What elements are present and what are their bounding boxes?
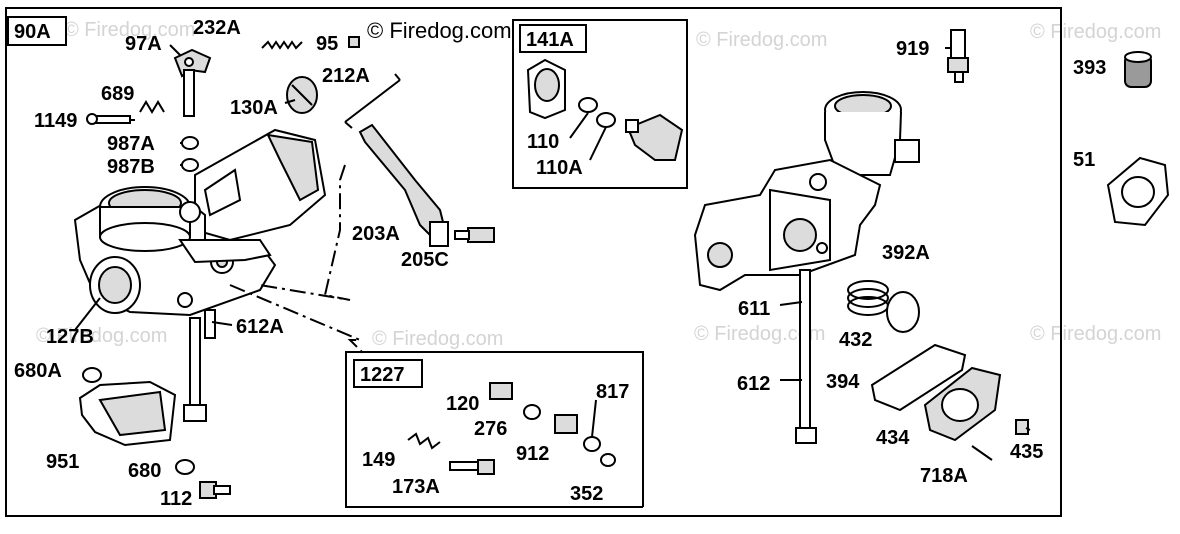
label-95: 95 <box>316 33 338 55</box>
label-718A: 718A <box>920 465 968 487</box>
part-149-spring <box>407 432 441 450</box>
watermarks: © Firedog.com © Firedog.com © Firedog.co… <box>36 19 1161 350</box>
watermark-3: © Firedog.com <box>1030 21 1161 43</box>
watermark-7: © Firedog.com <box>1030 323 1161 345</box>
label-680: 680 <box>128 460 161 482</box>
label-276: 276 <box>474 418 507 440</box>
sub-box-141A-label-frame <box>519 24 587 53</box>
label-110A: 110A <box>536 157 583 179</box>
part-912-jet <box>554 414 578 434</box>
label-127B: 127B <box>46 326 94 348</box>
part-434-cover <box>923 366 1002 442</box>
label-51: 51 <box>1073 149 1095 171</box>
part-173A-needle-screw <box>449 459 495 475</box>
main-frame <box>5 7 1062 517</box>
label-212A: 212A <box>322 65 370 87</box>
label-205C: 205C <box>401 249 449 271</box>
part-120-plug <box>489 382 513 400</box>
part-394-diaphragm <box>870 343 967 412</box>
leader-lines <box>74 44 1031 438</box>
label-149: 149 <box>362 449 395 471</box>
label-987A: 987A <box>107 133 155 155</box>
part-951-bracket <box>78 380 177 447</box>
label-173A: 173A <box>392 476 440 498</box>
part-432-ring <box>886 291 920 333</box>
part-95-screw <box>348 36 360 48</box>
label-130A: 130A <box>230 97 278 119</box>
part-112-screw <box>199 481 231 499</box>
label-203A: 203A <box>352 223 400 245</box>
carburetor-body-right <box>693 91 920 444</box>
label-392A: 392A <box>882 242 930 264</box>
part-718A-pin <box>971 445 993 461</box>
part-352-oring <box>600 453 616 467</box>
label-97A: 97A <box>125 33 162 55</box>
label-432: 432 <box>839 329 872 351</box>
watermark-1: © Firedog.com <box>64 19 195 41</box>
main-box-label: 90A <box>14 21 51 43</box>
label-612: 612 <box>737 373 770 395</box>
watermark-2: © Firedog.com <box>696 29 827 51</box>
label-120: 120 <box>446 393 479 415</box>
label-817: 817 <box>596 381 629 403</box>
part-680A-washer <box>82 367 102 383</box>
label-919: 919 <box>896 38 929 60</box>
sub-box-1227 <box>345 351 644 508</box>
label-112: 112 <box>160 488 192 510</box>
part-393-cylinder <box>1124 51 1152 88</box>
part-labels: 97A 232A 95 212A 689 1149 130A 987A 987B… <box>14 17 1106 510</box>
part-232A-spring <box>261 40 303 50</box>
part-130A-throttle-plate <box>286 76 318 114</box>
label-435: 435 <box>1010 441 1043 463</box>
part-276-washer <box>523 404 541 420</box>
part-392A-spring <box>847 280 889 316</box>
carburetor-body-left <box>73 128 327 422</box>
label-393: 393 <box>1073 57 1106 79</box>
label-1149: 1149 <box>34 110 77 132</box>
label-680A: 680A <box>14 360 62 382</box>
label-951: 951 <box>46 451 79 473</box>
part-110A-washer <box>596 112 616 128</box>
label-612A: 612A <box>236 316 284 338</box>
part-817-oring <box>583 436 601 452</box>
label-689: 689 <box>101 83 134 105</box>
alignment-line-1 <box>259 164 351 301</box>
main-box-label-frame <box>7 16 67 46</box>
sub-box-1227-label-frame <box>353 359 423 388</box>
part-203A-throttle-arm <box>358 123 449 247</box>
part-141A-lever <box>625 113 684 161</box>
part-1149-screw <box>86 113 131 125</box>
part-689-spring <box>139 100 165 114</box>
part-110-washer <box>578 97 598 113</box>
part-51-gasket <box>1106 156 1170 227</box>
label-232A: 232A <box>193 17 241 39</box>
label-352: 352 <box>570 483 603 505</box>
part-435-screw <box>1015 419 1029 435</box>
label-912: 912 <box>516 443 549 465</box>
sub-box-1227-label: 1227 <box>360 364 405 386</box>
watermark-4: © Firedog.com <box>36 325 167 347</box>
part-987A-washer <box>181 136 199 150</box>
label-434: 434 <box>876 427 910 449</box>
sub-box-141A-label: 141A <box>526 29 574 51</box>
watermark-6: © Firedog.com <box>694 323 825 345</box>
label-110: 110 <box>527 131 559 153</box>
copyright-notice: © Firedog.com <box>367 18 512 43</box>
label-394: 394 <box>826 371 860 393</box>
part-919-fitting <box>947 29 969 83</box>
part-680-washer <box>175 459 195 475</box>
part-97A-choke-lever <box>173 48 212 117</box>
watermark-5: © Firedog.com <box>372 328 503 350</box>
part-205C-screw <box>454 227 495 243</box>
label-611: 611 <box>738 298 770 320</box>
alignment-line-2 <box>229 284 366 356</box>
part-212A-link <box>344 73 401 129</box>
label-987B: 987B <box>107 156 155 178</box>
part-141A-choke-assembly <box>526 58 566 120</box>
part-987B-washer <box>181 158 199 172</box>
